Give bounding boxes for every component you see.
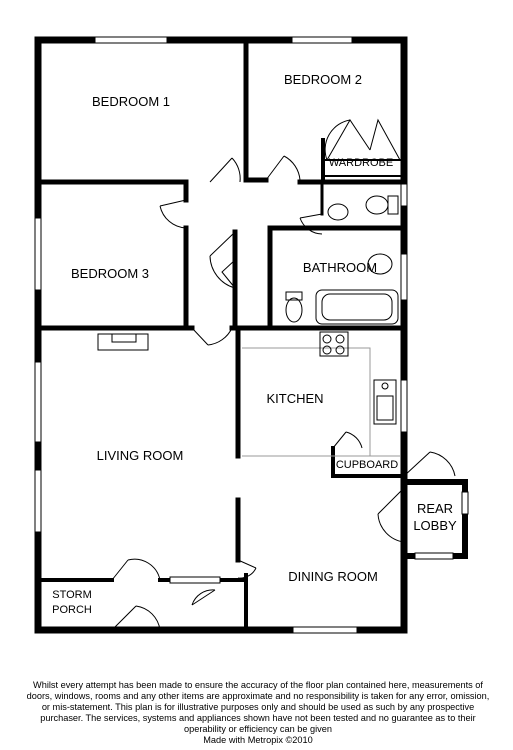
label-bathroom: BATHROOM <box>303 260 377 275</box>
label-rear-lobby-line-2: LOBBY <box>413 518 457 533</box>
metropix-credit: Made with Metropix ©2010 <box>203 735 313 745</box>
toilet-icon <box>285 297 303 323</box>
bath-icon <box>315 289 399 325</box>
basin-icon <box>367 253 393 275</box>
doors <box>111 118 456 631</box>
label-bedroom-3: BEDROOM 3 <box>71 266 149 281</box>
windows <box>34 36 469 634</box>
label-living-room: LIVING ROOM <box>97 448 184 463</box>
label-rear-lobby-line-1: REAR <box>417 501 453 516</box>
hob-icon <box>319 331 349 357</box>
label-kitchen: KITCHEN <box>266 391 323 406</box>
label-wardrobe: WARDROBE <box>329 157 393 169</box>
label-bedroom-1: BEDROOM 1 <box>92 94 170 109</box>
label-dining-room: DINING ROOM <box>288 569 378 584</box>
disclaimer-text: Whilst every attempt has been made to en… <box>26 680 490 734</box>
label-cupboard: CUPBOARD <box>336 459 398 471</box>
label-storm-porch-line-2: PORCH <box>52 604 92 616</box>
sink-icon <box>373 379 397 425</box>
disclaimer: Whilst every attempt has been made to en… <box>22 680 494 746</box>
kitchen-fittings <box>242 347 400 457</box>
label-bedroom-2: BEDROOM 2 <box>284 72 362 87</box>
floor-plan: BEDROOM 1 BEDROOM 2 WARDROBE BEDROOM 3 B… <box>34 36 469 634</box>
label-storm-porch-line-1: STORM <box>52 589 92 601</box>
